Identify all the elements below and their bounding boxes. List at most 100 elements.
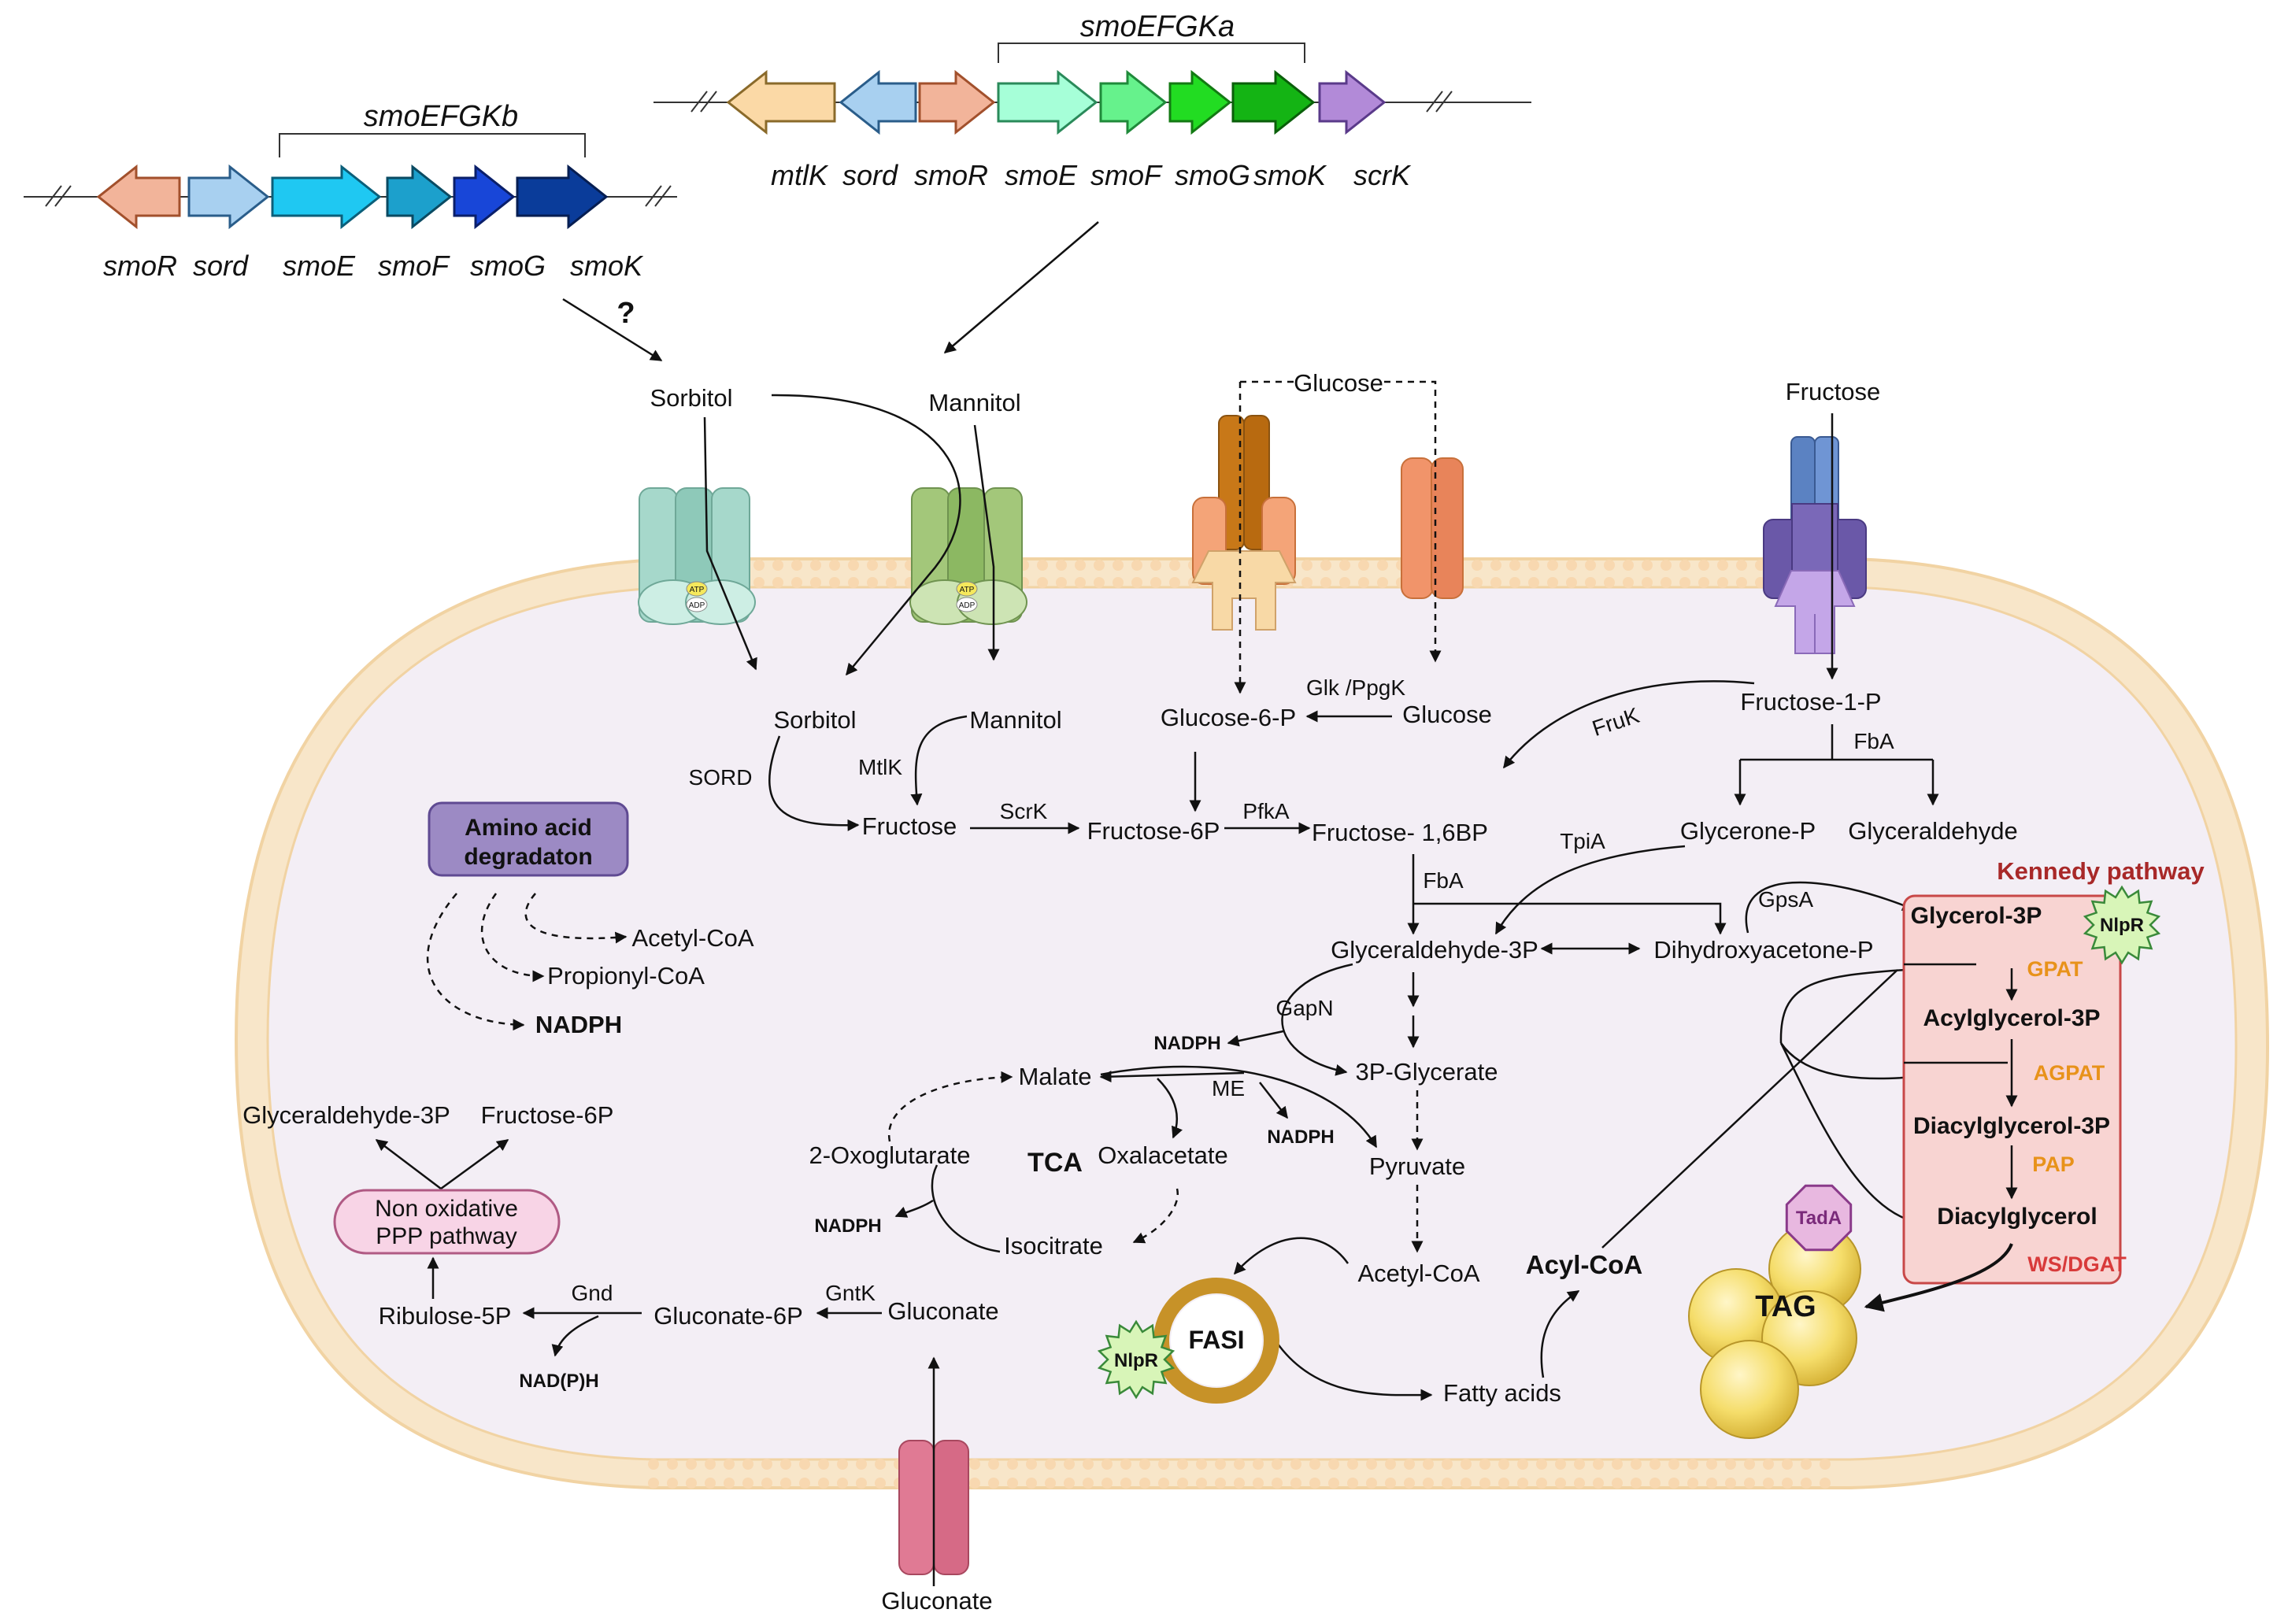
met-fatty-acids: Fatty acids (1443, 1379, 1561, 1407)
amino-box-line1: Amino acid (465, 815, 592, 841)
kennedy-step-4: Diacylglycerol (1937, 1204, 2097, 1230)
operon-b-gene-smoR (96, 164, 181, 230)
question-mark: ? (616, 297, 635, 330)
aa-nadph: NADPH (535, 1011, 622, 1038)
met-isocitrate: Isocitrate (1004, 1232, 1103, 1260)
met-acetyl-coa: Acetyl-CoA (1357, 1260, 1479, 1287)
enz-gapn: GapN (1275, 996, 1333, 1020)
operon-b-gene-label-smoR: smoR (103, 250, 177, 282)
met-glucose6p: Glucose-6-P (1161, 704, 1296, 731)
operon-b-gene-smoE (271, 164, 382, 230)
met-3p-glycerate: 3P-Glycerate (1356, 1058, 1498, 1086)
mannitol-abc-transporter: ATP ADP (909, 487, 1027, 625)
kennedy-step-3: Diacylglycerol-3P (1913, 1113, 2110, 1139)
sorbitol-abc-transporter: ATP ADP (638, 487, 756, 625)
ppp-box-line2: PPP pathway (376, 1223, 517, 1249)
outside-glucose: Glucose (1294, 369, 1383, 397)
operon-a-gene-label-sord: sord (842, 159, 898, 191)
enz-glk: Glk /PpgK (1306, 675, 1405, 700)
kennedy-pathway: Kennedy pathway Glycerol-3P Acylglycerol… (1864, 857, 2205, 1312)
nadph-gapn: NADPH (1153, 1033, 1220, 1054)
met-sorbitol: Sorbitol (773, 706, 856, 734)
met-glyceraldehyde3p: Glyceraldehyde-3P (1331, 936, 1538, 964)
operon-a-gene-smoE (997, 69, 1098, 135)
amino-acid-degradation-box: Amino acid degradaton (428, 801, 629, 877)
ppp-box: Non oxidative PPP pathway (333, 1189, 561, 1255)
met-ribulose5p: Ribulose-5P (379, 1302, 512, 1330)
enz-mtlk: MtlK (858, 755, 902, 779)
met-glycerone-p: Glycerone-P (1680, 817, 1816, 845)
fasi-label: FASI (1188, 1326, 1244, 1354)
met-fructose16bp: Fructose- 1,6BP (1312, 819, 1488, 846)
tag-lipid-droplet: TAG TadA (1688, 1184, 1861, 1439)
met-malate: Malate (1018, 1063, 1091, 1090)
nadph-gnd: NAD(P)H (519, 1371, 598, 1392)
met-2-oxoglutarate: 2-Oxoglutarate (809, 1141, 970, 1169)
enz-tpia: TpiA (1560, 829, 1605, 853)
glucose-permease (1401, 457, 1464, 599)
outside-sorbitol: Sorbitol (650, 384, 732, 412)
operon-a-gene-smoR (918, 69, 996, 135)
adp-label-2: ADP (959, 601, 976, 610)
adp-label: ADP (689, 601, 705, 610)
enz-fba-top: FbA (1853, 729, 1894, 753)
ppp-box-line1: Non oxidative (375, 1196, 518, 1222)
tag-label: TAG (1755, 1290, 1816, 1323)
glucose-pts-transporter (1191, 415, 1297, 631)
met-glyceraldehyde: Glyceraldehyde (1848, 817, 2017, 845)
enz-pap: PAP (2032, 1152, 2075, 1176)
met-oxalacetate: Oxalacetate (1098, 1141, 1227, 1169)
operon-a-gene-smoF (1099, 69, 1168, 135)
met-gluconate6p: Gluconate-6P (653, 1302, 803, 1330)
met-glucose: Glucose (1402, 701, 1492, 728)
operon-b-gene-smoG (453, 164, 516, 230)
outside-gluconate: Gluconate (881, 1587, 992, 1615)
nlpr-kennedy: NlpR (2100, 915, 2144, 936)
operon-a-gene-smoK (1231, 69, 1316, 135)
atp-label: ATP (690, 586, 705, 594)
nlpr-fasi: NlpR (1114, 1350, 1158, 1371)
operon-a-arrow (943, 221, 1099, 353)
met-fructose: Fructose (862, 812, 957, 840)
outside-fructose: Fructose (1786, 378, 1881, 405)
enz-fba-mid: FbA (1423, 868, 1464, 893)
operon-a-gene-label-smoR: smoR (914, 159, 988, 191)
met-pyruvate: Pyruvate (1369, 1152, 1465, 1180)
kennedy-step-2: Acylglycerol-3P (1923, 1005, 2100, 1031)
enz-agpat: AGPAT (2034, 1061, 2105, 1085)
operon-b-gene-label-smoF: smoF (378, 250, 450, 282)
enz-gpat: GPAT (2027, 957, 2084, 981)
met-fructose6p: Fructose-6P (1087, 817, 1220, 845)
met-fructose1p: Fructose-1-P (1740, 688, 1881, 716)
operon-a-gene-label-smoK: smoK (1253, 159, 1327, 191)
met-acyl-coa: Acyl-CoA (1526, 1250, 1643, 1279)
enz-scrk: ScrK (1000, 799, 1048, 823)
operon-b-label: smoEFGKb (364, 100, 518, 133)
kennedy-step-1: Glycerol-3P (1911, 903, 2042, 929)
kennedy-title: Kennedy pathway (1997, 857, 2205, 885)
operon-a-gene-scrK (1318, 69, 1387, 135)
ppp-glyceraldehyde3p: Glyceraldehyde-3P (243, 1101, 450, 1129)
operon-a-gene-label-mtlK: mtlK (771, 159, 829, 191)
operon-b-gene-sord (187, 164, 270, 230)
operon-b-gene-label-smoK: smoK (570, 250, 644, 282)
operon-a-label: smoEFGKa (1080, 10, 1235, 43)
enz-gntk: GntK (825, 1281, 876, 1305)
atp-label-2: ATP (960, 586, 975, 594)
outside-mannitol: Mannitol (928, 389, 1020, 416)
enz-gpsa: GpsA (1758, 887, 1813, 912)
nadph-tca: NADPH (814, 1215, 881, 1237)
tca-cycle-label: TCA (1027, 1148, 1083, 1178)
enz-me: ME (1212, 1076, 1245, 1101)
amino-box-line2: degradaton (464, 844, 592, 870)
operon-b-gene-smoF (386, 164, 453, 230)
operon-a-gene-smoG (1168, 69, 1232, 135)
fasi-complex: FASI NlpR (1097, 1278, 1279, 1404)
ppp-fructose6p: Fructose-6P (481, 1101, 614, 1129)
aa-acetyl-coa: Acetyl-CoA (631, 924, 753, 952)
met-gluconate: Gluconate (887, 1297, 998, 1325)
operon-a-gene-label-smoF: smoF (1090, 159, 1163, 191)
